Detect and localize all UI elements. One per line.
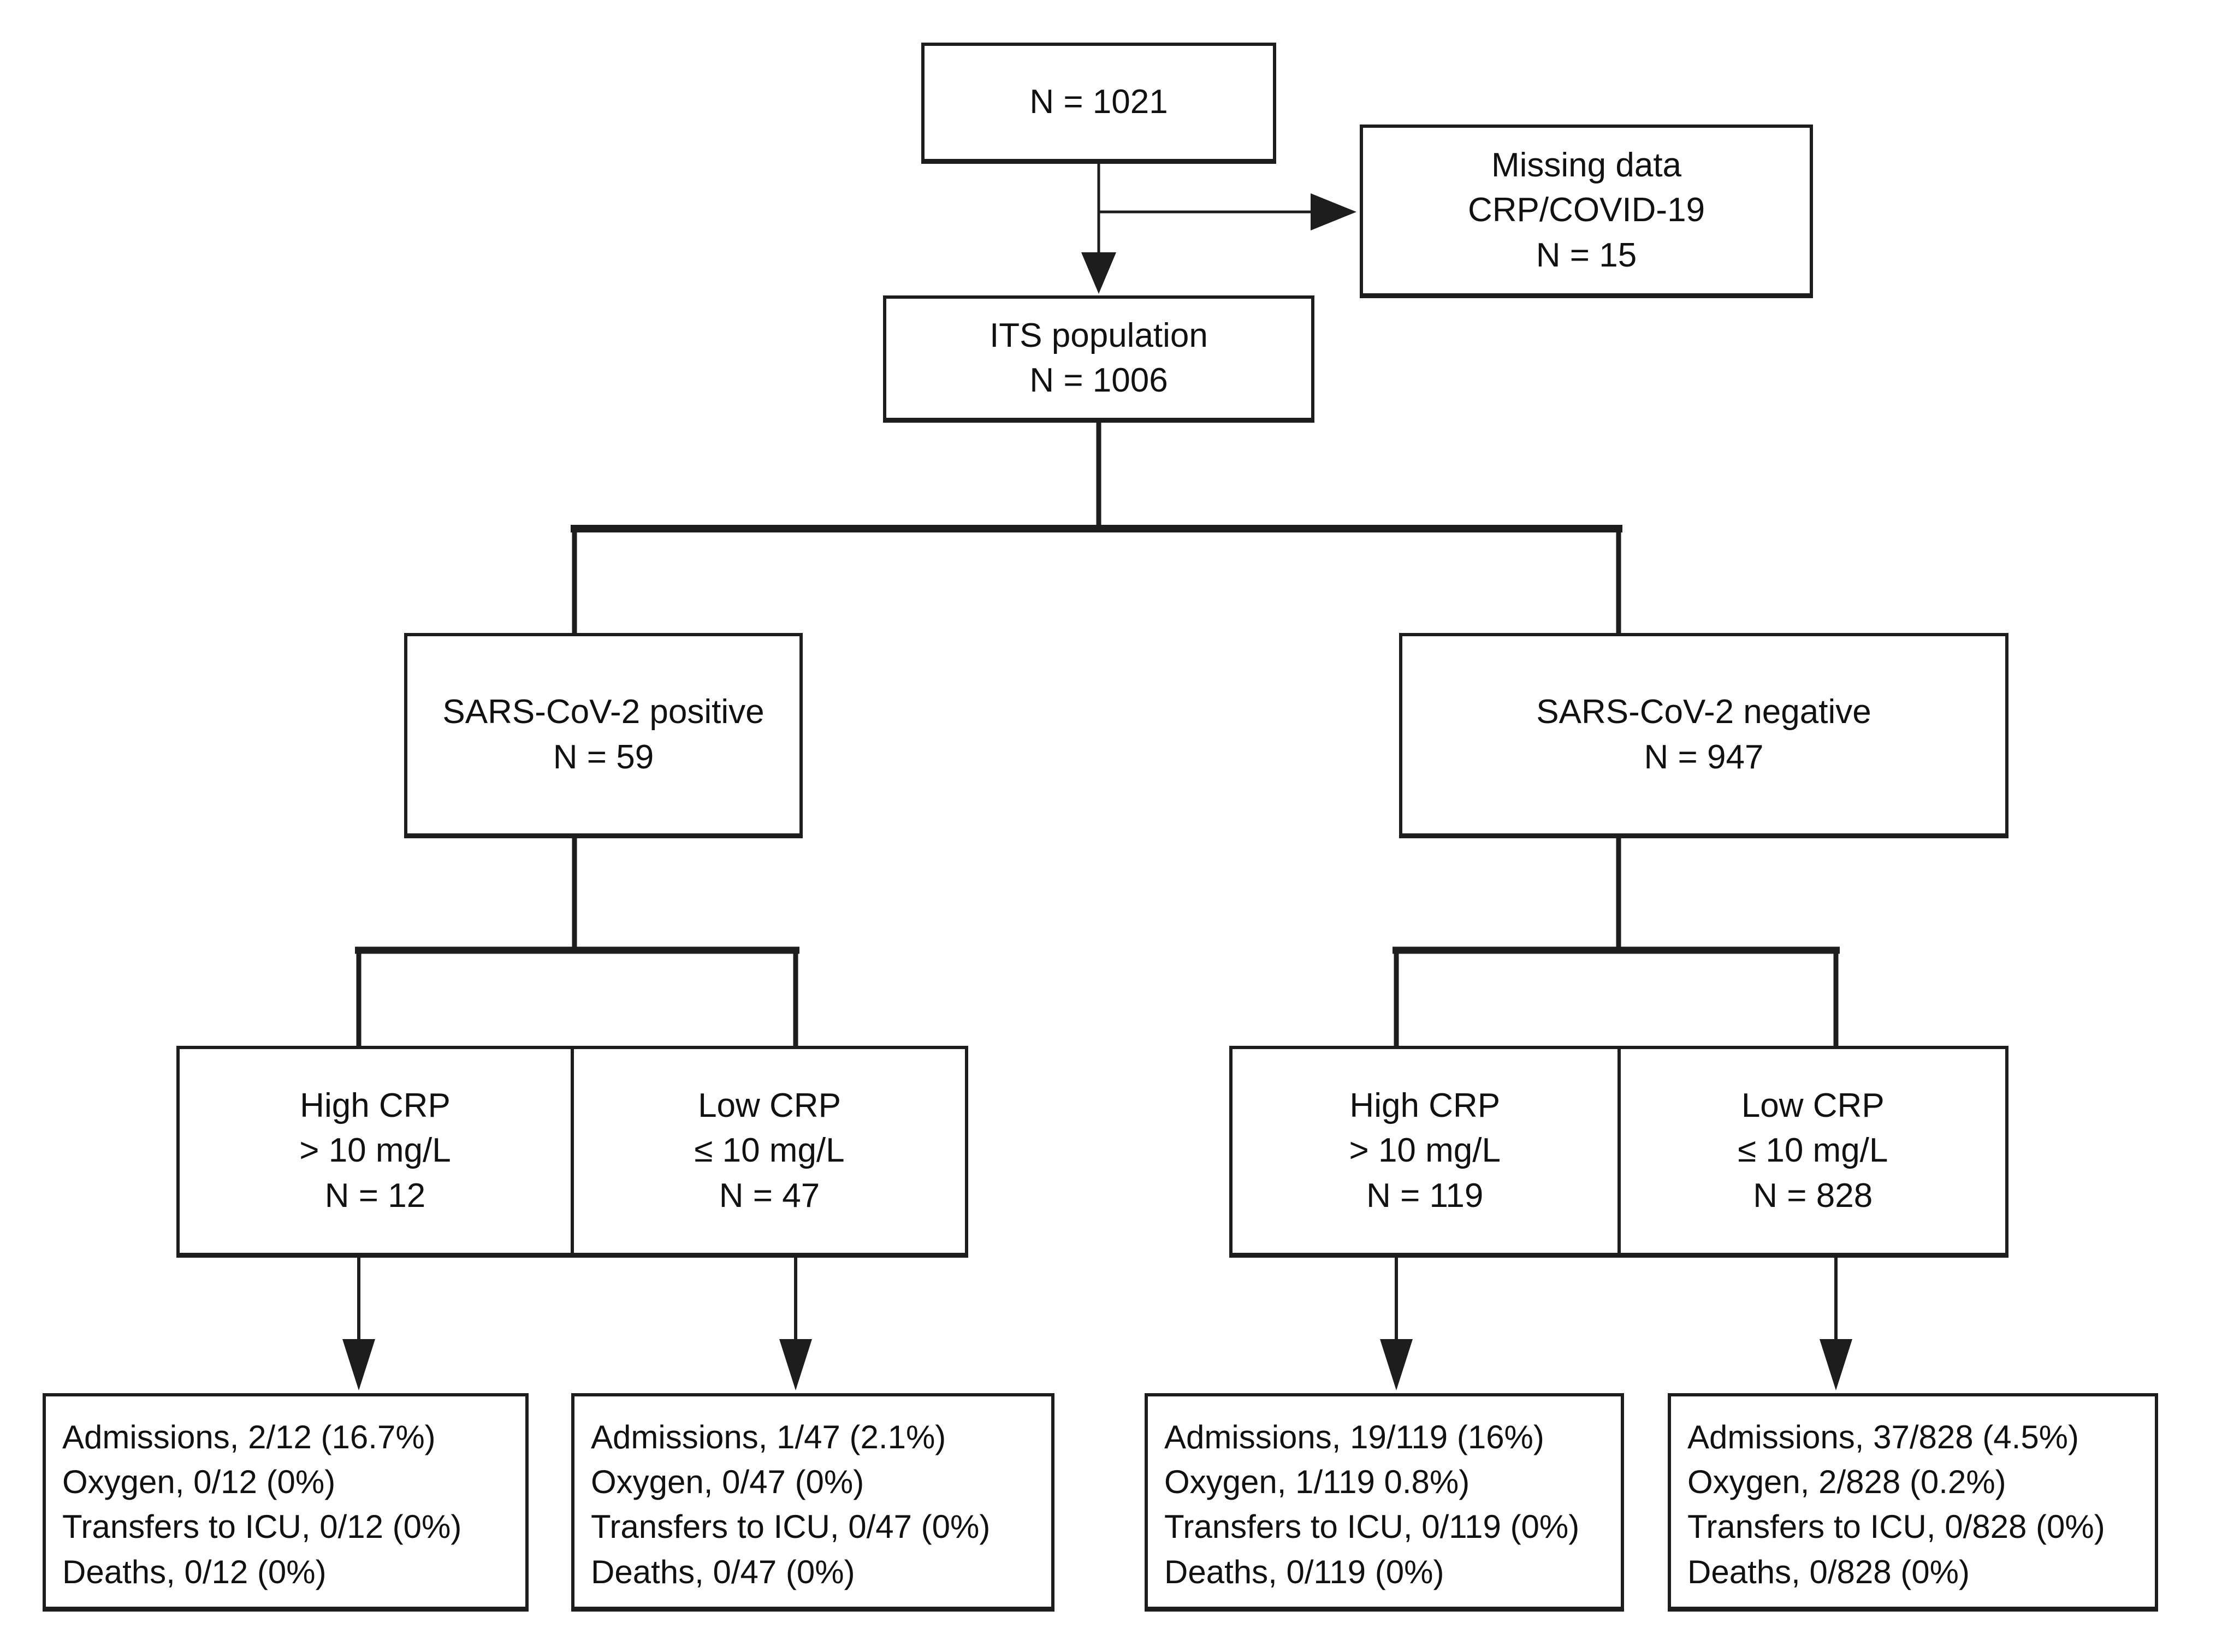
arrow-to-missing-data	[1099, 193, 1356, 230]
outcome-deaths: Deaths, 0/828 (0%)	[1687, 1553, 1970, 1590]
arrow-neg-high-outcomes	[1380, 1258, 1413, 1390]
box-sars-negative-n: N = 947	[1644, 738, 1764, 776]
box-sars-positive-title: SARS-CoV-2 positive	[442, 693, 765, 731]
box-pos-low-crp: Low CRP ≤ 10 mg/L N = 47	[571, 1049, 965, 1253]
arrow-total-to-its	[1081, 163, 1116, 294]
box-total-population-n: N = 1021	[1029, 83, 1168, 121]
box-outcomes-neg-high: Admissions, 19/119 (16%) Oxygen, 1/119 0…	[1145, 1393, 1624, 1612]
pair-positive-crp: High CRP > 10 mg/L N = 12 Low CRP ≤ 10 m…	[176, 1046, 968, 1258]
box-outcomes-neg-low: Admissions, 37/828 (4.5%) Oxygen, 2/828 …	[1668, 1393, 2158, 1612]
arrow-neg-low-outcomes	[1820, 1258, 1852, 1390]
pair-negative-crp: High CRP > 10 mg/L N = 119 Low CRP ≤ 10 …	[1229, 1046, 2008, 1258]
outcome-deaths: Deaths, 0/119 (0%)	[1164, 1553, 1444, 1590]
outcome-oxygen: Oxygen, 0/47 (0%)	[591, 1464, 864, 1501]
box-its-population: ITS population N = 1006	[883, 295, 1314, 423]
box-neg-low-crp-threshold: ≤ 10 mg/L	[1738, 1132, 1888, 1170]
outcome-deaths: Deaths, 0/12 (0%)	[62, 1553, 327, 1590]
box-sars-positive-n: N = 59	[553, 738, 654, 776]
arrow-pos-low-outcomes	[779, 1258, 812, 1390]
connector-negative-crp-split	[1393, 836, 1840, 1048]
box-its-population-title: ITS population	[990, 316, 1208, 354]
box-missing-data-reason: CRP/COVID-19	[1467, 191, 1705, 229]
outcome-icu-transfers: Transfers to ICU, 0/119 (0%)	[1164, 1508, 1580, 1546]
box-its-population-n: N = 1006	[1029, 362, 1168, 399]
outcome-oxygen: Oxygen, 2/828 (0.2%)	[1687, 1464, 2006, 1501]
outcome-admissions: Admissions, 19/119 (16%)	[1164, 1419, 1544, 1455]
box-pos-high-crp-n: N = 12	[324, 1176, 426, 1215]
box-sars-negative: SARS-CoV-2 negative N = 947	[1399, 633, 2008, 838]
outcome-admissions: Admissions, 1/47 (2.1%)	[591, 1419, 946, 1455]
box-sars-positive: SARS-CoV-2 positive N = 59	[404, 633, 803, 838]
outcome-icu-transfers: Transfers to ICU, 0/12 (0%)	[62, 1508, 462, 1546]
outcome-icu-transfers: Transfers to ICU, 0/828 (0%)	[1687, 1508, 2105, 1546]
box-sars-negative-title: SARS-CoV-2 negative	[1536, 693, 1871, 731]
box-neg-low-crp: Low CRP ≤ 10 mg/L N = 828	[1617, 1049, 2006, 1253]
box-neg-high-crp: High CRP > 10 mg/L N = 119	[1233, 1049, 1617, 1253]
box-outcomes-pos-low: Admissions, 1/47 (2.1%) Oxygen, 0/47 (0%…	[571, 1393, 1054, 1612]
outcome-oxygen: Oxygen, 1/119 0.8%)	[1164, 1464, 1470, 1501]
outcome-admissions: Admissions, 37/828 (4.5%)	[1687, 1419, 2079, 1455]
outcome-deaths: Deaths, 0/47 (0%)	[591, 1553, 855, 1590]
outcome-oxygen: Oxygen, 0/12 (0%)	[62, 1464, 336, 1501]
box-missing-data: Missing data CRP/COVID-19 N = 15	[1360, 125, 1813, 298]
box-neg-high-crp-n: N = 119	[1366, 1176, 1484, 1215]
connector-positive-crp-split	[355, 836, 799, 1048]
outcome-admissions: Admissions, 2/12 (16.7%)	[62, 1419, 436, 1455]
outcome-icu-transfers: Transfers to ICU, 0/47 (0%)	[591, 1508, 991, 1546]
box-outcomes-pos-high: Admissions, 2/12 (16.7%) Oxygen, 0/12 (0…	[43, 1393, 529, 1612]
box-missing-data-n: N = 15	[1536, 236, 1637, 274]
box-neg-low-crp-n: N = 828	[1753, 1176, 1873, 1215]
box-pos-low-crp-threshold: ≤ 10 mg/L	[694, 1132, 845, 1170]
box-missing-data-title: Missing data	[1491, 146, 1682, 184]
box-neg-low-crp-title: Low CRP	[1741, 1086, 1885, 1124]
box-neg-high-crp-threshold: > 10 mg/L	[1349, 1132, 1501, 1170]
box-pos-high-crp-threshold: > 10 mg/L	[299, 1132, 451, 1170]
box-pos-high-crp-title: High CRP	[300, 1086, 451, 1124]
box-pos-low-crp-n: N = 47	[719, 1176, 820, 1215]
box-pos-high-crp: High CRP > 10 mg/L N = 12	[180, 1049, 571, 1253]
box-neg-high-crp-title: High CRP	[1349, 1086, 1501, 1124]
box-total-population: N = 1021	[921, 43, 1276, 164]
arrow-pos-high-outcomes	[342, 1258, 375, 1390]
connector-its-split	[571, 422, 1622, 635]
box-pos-low-crp-title: Low CRP	[698, 1086, 841, 1124]
